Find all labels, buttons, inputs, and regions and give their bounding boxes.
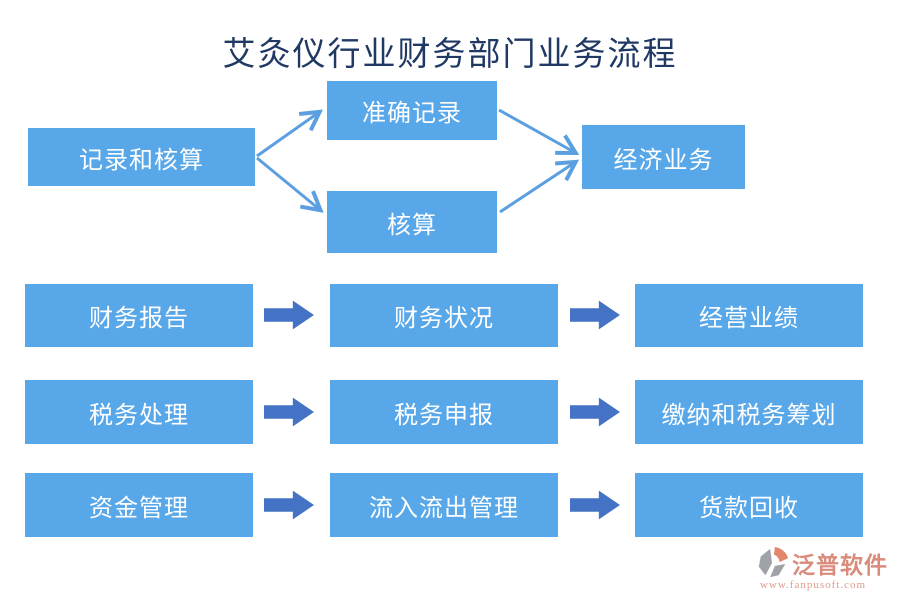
process-box: 税务申报 bbox=[330, 380, 558, 444]
flow-box-source: 记录和核算 bbox=[28, 128, 255, 186]
process-box: 缴纳和税务筹划 bbox=[635, 380, 863, 444]
fanpu-logo-icon bbox=[758, 546, 789, 578]
fanpu-logo: 泛普软件 www.fanpusoft.com bbox=[738, 545, 888, 591]
block-arrow-icon bbox=[570, 300, 620, 330]
block-arrow-icon bbox=[570, 490, 620, 520]
process-box: 财务状况 bbox=[330, 284, 558, 347]
process-box: 货款回收 bbox=[635, 473, 863, 537]
process-box: 税务处理 bbox=[25, 380, 253, 444]
flow-box-branch-bottom: 核算 bbox=[327, 191, 497, 253]
process-box: 经营业绩 bbox=[635, 284, 863, 347]
page-title: 艾灸仪行业财务部门业务流程 bbox=[222, 37, 678, 73]
block-arrow-icon bbox=[264, 397, 314, 427]
block-arrow-icon bbox=[570, 397, 620, 427]
block-arrow-icon bbox=[264, 300, 314, 330]
fanpu-logo-name: 泛普软件 bbox=[792, 553, 888, 578]
process-box: 流入流出管理 bbox=[330, 473, 558, 537]
flow-box-target: 经济业务 bbox=[582, 125, 745, 189]
block-arrow-icon bbox=[264, 490, 314, 520]
process-box: 财务报告 bbox=[25, 284, 253, 347]
fanpu-logo-url: www.fanpusoft.com bbox=[759, 579, 867, 591]
flow-box-branch-top: 准确记录 bbox=[327, 81, 497, 140]
process-box: 资金管理 bbox=[25, 473, 253, 537]
